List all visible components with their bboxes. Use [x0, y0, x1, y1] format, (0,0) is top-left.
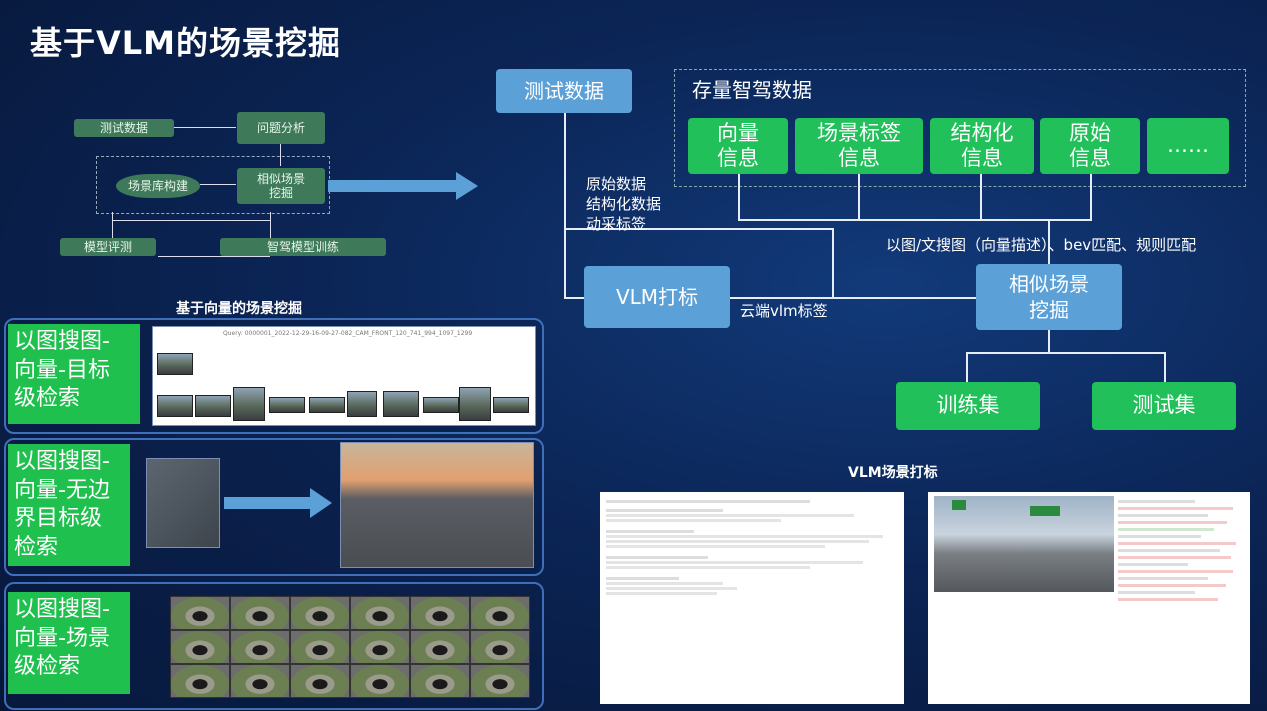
arrow-line: [270, 212, 271, 238]
line-split-right: [1164, 352, 1166, 382]
object-search-results: Query: 0000001_2022-12-29-16-09-27-082_C…: [152, 326, 536, 426]
line-branch: [564, 228, 832, 230]
line-vlm-to-mining: [730, 297, 976, 299]
tunnel-thumb: [410, 596, 470, 630]
tunnel-grid: [170, 596, 530, 698]
line-mining-down: [1048, 330, 1050, 354]
vlm-tagged-scene: [928, 492, 1250, 704]
stock-item-scene-tag: 场景标签 信息: [795, 118, 923, 174]
tunnel-thumb: [410, 664, 470, 698]
stock-data-title: 存量智驾数据: [692, 78, 812, 102]
data-label-list: 原始数据 结构化数据 动采标签: [586, 174, 661, 234]
big-right-arrow: [328, 172, 478, 200]
result-thumb: [195, 395, 231, 417]
road-sign: [952, 500, 966, 510]
line-split-h: [966, 352, 1166, 354]
road-scene-image: [340, 442, 534, 568]
result-thumb: [423, 397, 459, 413]
tunnel-thumb: [230, 664, 290, 698]
tunnel-thumb: [170, 664, 230, 698]
line-branch-v: [832, 228, 834, 298]
tunnel-thumb: [350, 630, 410, 664]
vlm-output-document: [600, 492, 904, 704]
line-test-to-vlm: [564, 113, 566, 299]
box-test-set: 测试集: [1092, 382, 1236, 430]
tunnel-thumb: [290, 630, 350, 664]
small-box-test-data: 测试数据: [74, 119, 174, 137]
data-label-auto: 动采标签: [586, 215, 647, 233]
tunnel-thumb: [170, 630, 230, 664]
box-similar-scene-mining: 相似场景 挖掘: [976, 264, 1122, 330]
tunnel-thumb: [230, 630, 290, 664]
tunnel-thumb: [350, 596, 410, 630]
tag-list: [1118, 496, 1246, 700]
line-split-left: [966, 352, 968, 382]
arrow-line: [112, 220, 270, 221]
search-methods-label: 以图/文搜图（向量描述）、bev匹配、规则匹配: [886, 236, 1197, 254]
stock-item-raw: 原始 信息: [1040, 118, 1140, 174]
highway-camera-image: [934, 496, 1114, 592]
arrow-line: [158, 256, 270, 257]
tunnel-thumb: [290, 596, 350, 630]
arrow-line: [112, 212, 113, 238]
arrow-line: [200, 184, 236, 185]
panel-label-scene: 以图搜图- 向量-场景 级检索: [8, 592, 130, 694]
small-box-similar-scene: 相似场景 挖掘: [237, 168, 325, 204]
result-thumb: [347, 391, 377, 417]
small-box-model-eval: 模型评测: [60, 238, 156, 256]
line-up-h: [738, 219, 1092, 221]
tunnel-thumb: [290, 664, 350, 698]
tunnel-thumb: [350, 664, 410, 698]
query-thumb: [157, 353, 193, 375]
line-up-3: [980, 174, 982, 220]
tunnel-thumb: [230, 596, 290, 630]
small-box-ad-train: 智驾模型训练: [220, 238, 386, 256]
query-caption: Query: 0000001_2022-12-29-16-09-27-082_C…: [223, 330, 473, 337]
stock-data-group: [674, 69, 1246, 187]
small-box-scene-lib: 场景库构建: [116, 174, 200, 198]
vlm-tagging-heading: VLM场景打标: [848, 465, 938, 481]
result-thumb: [459, 387, 491, 421]
data-label-structured: 结构化数据: [586, 195, 662, 213]
tunnel-thumb: [470, 630, 530, 664]
tunnel-thumb: [470, 596, 530, 630]
line-up-4: [1090, 174, 1092, 220]
line-mining-up: [1048, 219, 1050, 265]
data-label-raw: 原始数据: [586, 175, 647, 193]
result-arrow: [224, 488, 332, 518]
box-test-data: 测试数据: [496, 69, 632, 113]
stock-item-vector: 向量 信息: [688, 118, 788, 174]
panel-label-object: 以图搜图- 向量-目标 级检索: [8, 324, 140, 424]
road-sign: [1030, 506, 1060, 516]
vector-mining-heading: 基于向量的场景挖掘: [176, 301, 302, 317]
panel-label-unbounded: 以图搜图- 向量-无边 界目标级 检索: [8, 444, 130, 566]
small-box-problem-analysis: 问题分析: [237, 112, 325, 144]
cloud-label: 云端vlm标签: [740, 302, 828, 320]
tunnel-thumb: [410, 630, 470, 664]
result-thumb: [269, 397, 305, 413]
line-test-to-vlm-h: [564, 297, 584, 299]
stock-item-more: ……: [1147, 118, 1229, 174]
result-thumb: [383, 391, 419, 417]
box-vlm-tagging: VLM打标: [584, 266, 730, 328]
page-title: 基于VLM的场景挖掘: [30, 24, 342, 62]
result-thumb: [493, 397, 529, 413]
arrow-line: [174, 127, 236, 128]
result-thumb: [157, 395, 193, 417]
line-up-1: [738, 174, 740, 220]
tunnel-thumb: [170, 596, 230, 630]
query-crack-image: [146, 458, 220, 548]
line-up-2: [858, 174, 860, 220]
result-thumb: [233, 387, 265, 421]
tunnel-thumb: [470, 664, 530, 698]
result-thumb: [309, 397, 345, 413]
stock-item-structured: 结构化 信息: [930, 118, 1034, 174]
box-train-set: 训练集: [896, 382, 1040, 430]
arrow-line: [280, 144, 281, 166]
